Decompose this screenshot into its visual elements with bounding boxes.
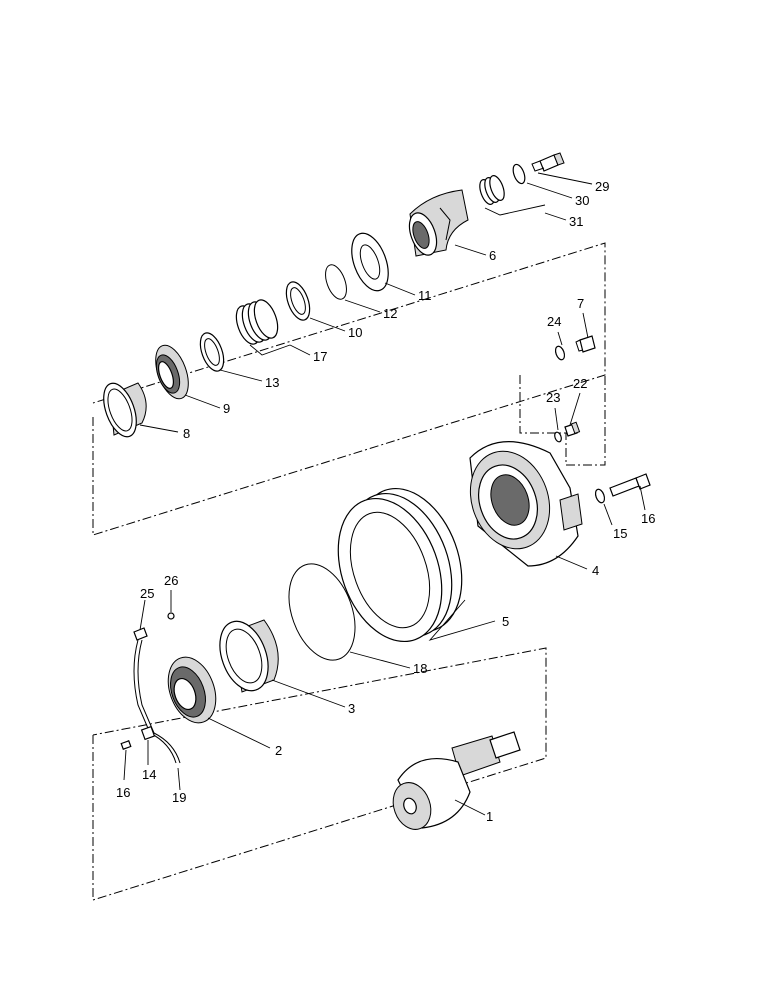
part-1-pinion[interactable] — [387, 731, 521, 835]
part-22-plug[interactable] — [564, 421, 581, 437]
callout-26: 26 — [164, 573, 178, 588]
part-14-connector[interactable] — [140, 725, 156, 741]
callout-12: 12 — [383, 306, 397, 321]
callout-15: 15 — [613, 526, 627, 541]
assembly-group-outlines — [92, 242, 606, 901]
part-12-snap-ring[interactable] — [321, 262, 350, 302]
callout-19: 19 — [172, 790, 186, 805]
part-15-washer[interactable] — [594, 488, 606, 504]
callout-31: 31 — [569, 214, 583, 229]
callout-17: 17 — [313, 349, 327, 364]
part-30-washer[interactable] — [511, 163, 527, 185]
part-8-bearing-cup[interactable] — [97, 379, 147, 441]
callout-7: 7 — [577, 296, 584, 311]
callout-2: 2 — [275, 743, 282, 758]
part-2-tapered-bearing[interactable] — [160, 651, 225, 730]
callout-22: 22 — [573, 376, 587, 391]
part-25-fitting[interactable] — [133, 627, 148, 641]
part-19-tube[interactable] — [133, 639, 181, 764]
callout-16-left: 16 — [116, 785, 130, 800]
callout-10: 10 — [348, 325, 362, 340]
part-23-o-ring[interactable] — [553, 431, 562, 443]
part-29-bolt[interactable] — [531, 152, 565, 172]
part-10-ring[interactable] — [282, 279, 314, 323]
part-3-bearing-cup[interactable] — [211, 615, 279, 698]
callout-24: 24 — [547, 314, 561, 329]
part-24-washer[interactable] — [554, 345, 566, 361]
part-11-thrust-washer[interactable] — [345, 228, 396, 295]
leader-lines — [123, 172, 646, 816]
callout-4: 4 — [592, 563, 599, 578]
part-26-plug[interactable] — [167, 612, 175, 620]
part-9-bearing[interactable] — [149, 341, 194, 403]
callout-6: 6 — [489, 248, 496, 263]
callout-3: 3 — [348, 701, 355, 716]
part-31-spring[interactable] — [477, 174, 507, 207]
part-13-ring[interactable] — [196, 330, 228, 374]
callout-5: 5 — [502, 614, 509, 629]
part-7-bolt[interactable] — [575, 335, 596, 353]
callout-16-right: 16 — [641, 511, 655, 526]
callout-14: 14 — [142, 767, 156, 782]
callout-9: 9 — [223, 401, 230, 416]
part-6-cage[interactable] — [404, 189, 469, 259]
part-4-housing[interactable] — [457, 440, 583, 567]
callout-25: 25 — [140, 586, 154, 601]
callout-8: 8 — [183, 426, 190, 441]
part-18-o-ring[interactable] — [277, 555, 368, 669]
callout-30: 30 — [575, 193, 589, 208]
part-5-gaskets[interactable] — [320, 474, 481, 656]
callout-29: 29 — [595, 179, 609, 194]
callout-13: 13 — [265, 375, 279, 390]
part-17-shims[interactable] — [232, 297, 282, 347]
callout-18: 18 — [413, 661, 427, 676]
callout-11: 11 — [418, 288, 432, 303]
part-16-bolt-right[interactable] — [609, 473, 651, 497]
part-16-screw-left[interactable] — [120, 740, 132, 750]
callout-1: 1 — [486, 809, 493, 824]
callout-labels: 1 2 3 4 5 6 7 8 9 10 11 12 13 14 15 16 1… — [116, 179, 655, 824]
callout-23: 23 — [546, 390, 560, 405]
